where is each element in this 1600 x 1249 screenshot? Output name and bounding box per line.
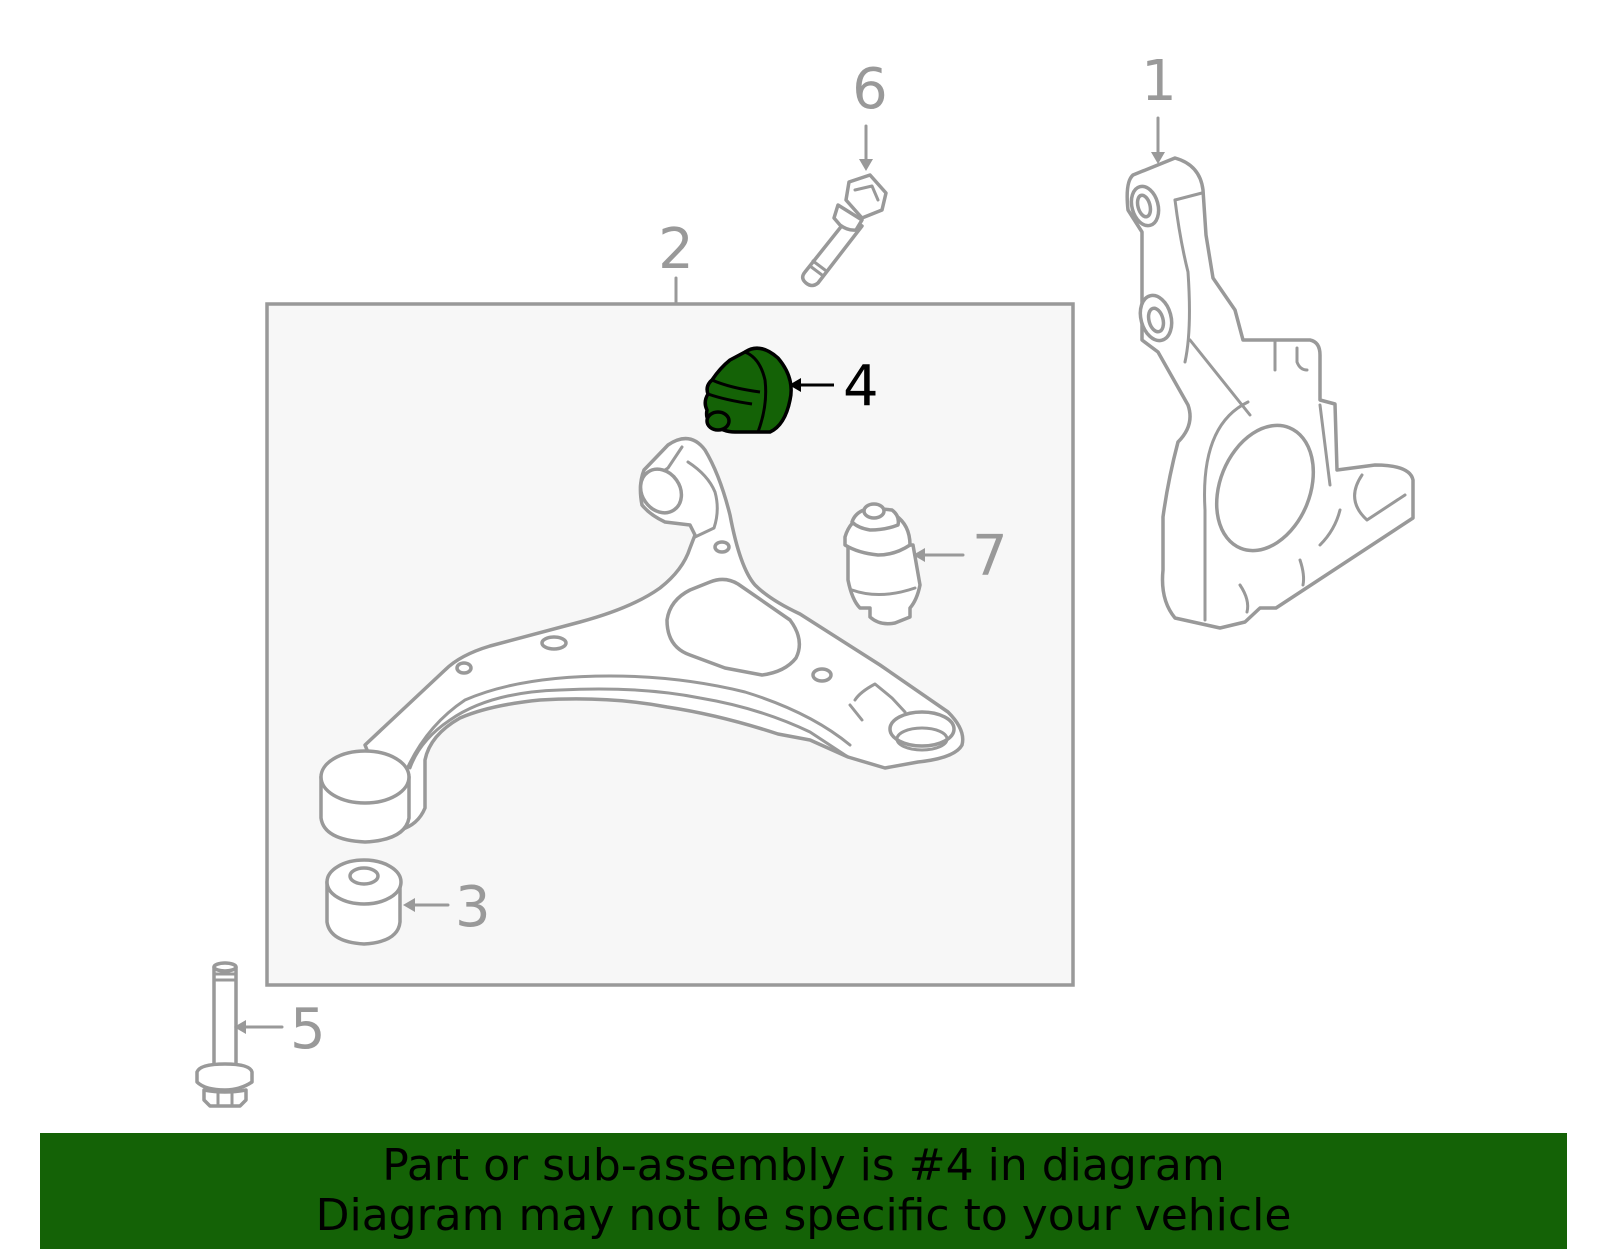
knuckle-part: [1125, 156, 1415, 630]
bolt-6-part: [801, 173, 888, 288]
bushing-3-part: [325, 858, 403, 946]
callout-5[interactable]: 5: [290, 997, 326, 1062]
info-banner: Part or sub-assembly is #4 in diagram Di…: [40, 1133, 1567, 1249]
banner-line-1: Part or sub-assembly is #4 in diagram: [382, 1140, 1225, 1191]
bushing-4-part[interactable]: [703, 346, 793, 434]
callout-7[interactable]: 7: [972, 524, 1008, 589]
callout-6[interactable]: 6: [852, 57, 888, 122]
banner-line-2: Diagram may not be specific to your vehi…: [315, 1190, 1292, 1241]
ball-joint-part: [843, 502, 922, 626]
control-arm-part: [319, 436, 965, 844]
callout-1[interactable]: 1: [1141, 49, 1177, 114]
callout-4[interactable]: 4: [843, 354, 879, 419]
callout-2[interactable]: 2: [658, 217, 694, 282]
callout-3[interactable]: 3: [455, 875, 491, 940]
bolt-5-part: [195, 961, 254, 1108]
